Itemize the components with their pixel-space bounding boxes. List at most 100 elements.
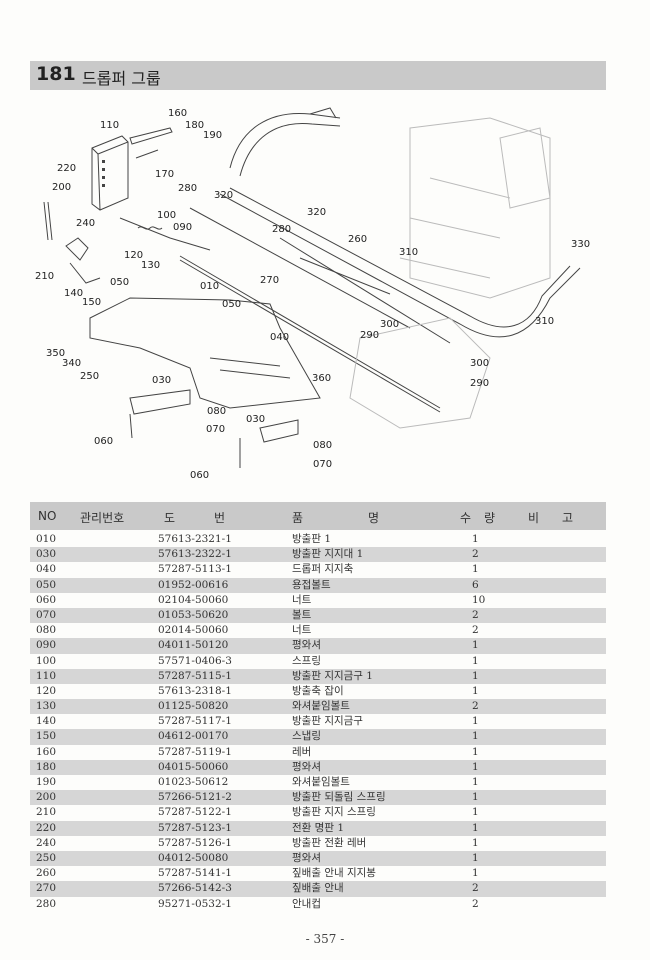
row-no: 040 [36, 563, 57, 576]
row-quantity: 1 [472, 715, 479, 728]
row-quantity: 1 [472, 730, 479, 743]
svg-text:300: 300 [470, 358, 489, 369]
svg-text:280: 280 [272, 224, 291, 235]
col-name-2: 명 [368, 511, 380, 525]
row-no: 010 [36, 533, 57, 545]
row-part-number: 57287-5113-1 [158, 563, 232, 576]
row-no: 180 [36, 760, 57, 773]
row-part-name: 스프링 [292, 654, 321, 667]
row-part-number: 57287-5123-1 [158, 821, 232, 834]
row-part-name: 방출판 지지금구 1 [292, 669, 373, 682]
row-quantity: 1 [472, 791, 479, 804]
svg-text:130: 130 [141, 260, 160, 271]
row-part-number: 01053-50620 [158, 608, 229, 621]
svg-text:110: 110 [100, 120, 119, 131]
row-no: 280 [36, 897, 57, 910]
row-part-name: 방출판 지지금구 [292, 715, 363, 728]
row-part-name: 볼트 [292, 608, 312, 621]
row-quantity: 2 [472, 624, 479, 637]
row-part-name: 방출판 1 [292, 533, 331, 545]
row-no: 100 [36, 654, 57, 667]
row-no: 200 [36, 791, 57, 804]
row-part-name: 평와셔 [292, 760, 321, 773]
row-quantity: 1 [472, 836, 479, 849]
svg-text:060: 060 [190, 470, 209, 481]
row-quantity: 1 [472, 563, 479, 576]
col-drawing-1: 도 [164, 511, 176, 525]
svg-text:280: 280 [178, 183, 197, 194]
row-part-name: 방출판 전환 레버 [292, 836, 367, 849]
row-part-name: 너트 [292, 593, 312, 606]
row-part-name: 너트 [292, 624, 312, 637]
page-number: - 357 - [305, 932, 345, 946]
row-no: 160 [36, 745, 57, 758]
svg-text:100: 100 [157, 210, 176, 221]
svg-text:360: 360 [312, 373, 331, 384]
row-quantity: 1 [472, 821, 479, 834]
row-part-name: 짚배출 안내 지지봉 [292, 867, 376, 880]
row-part-name: 와셔붙임볼트 [292, 700, 350, 713]
row-no: 050 [36, 578, 57, 591]
row-quantity: 1 [472, 669, 479, 682]
parts-table-header: NO 관리번호 도 번 품 명 수 량 비 고 [30, 502, 606, 530]
row-part-number: 57571-0406-3 [158, 654, 232, 667]
svg-text:310: 310 [535, 316, 554, 327]
row-part-number: 57613-2321-1 [158, 533, 232, 545]
row-quantity: 2 [472, 882, 479, 895]
svg-text:320: 320 [307, 207, 326, 218]
row-part-number: 02104-50060 [158, 593, 229, 606]
row-part-name: 용접볼트 [292, 578, 331, 591]
row-part-number: 04612-00170 [158, 730, 229, 743]
svg-text:210: 210 [35, 271, 54, 282]
row-quantity: 2 [472, 548, 479, 561]
svg-text:060: 060 [94, 436, 113, 447]
svg-text:010: 010 [200, 281, 219, 292]
row-part-name: 방출축 잡이 [292, 684, 344, 697]
row-part-name: 방출판 되돌림 스프링 [292, 791, 386, 804]
row-quantity: 1 [472, 851, 479, 864]
svg-text:180: 180 [185, 120, 204, 131]
row-no: 270 [36, 882, 57, 895]
svg-text:050: 050 [110, 277, 129, 288]
svg-text:030: 030 [246, 414, 265, 425]
svg-text:350: 350 [46, 348, 65, 359]
row-quantity: 6 [472, 578, 479, 591]
row-part-number: 57613-2318-1 [158, 684, 232, 697]
svg-text:200: 200 [52, 182, 71, 193]
svg-text:340: 340 [62, 358, 81, 369]
col-drawing-2: 번 [214, 511, 226, 525]
col-qty-1: 수 [460, 511, 472, 525]
row-quantity: 1 [472, 745, 479, 758]
row-part-name: 와셔붙임볼트 [292, 776, 350, 788]
row-part-number: 57287-5141-1 [158, 867, 232, 880]
row-part-name: 방출판 지지 스프링 [292, 806, 376, 819]
row-no: 140 [36, 715, 57, 728]
svg-text:300: 300 [380, 319, 399, 330]
row-part-name: 레버 [292, 745, 312, 758]
svg-text:170: 170 [155, 169, 174, 180]
col-mgmt: 관리번호 [80, 511, 125, 525]
row-no: 090 [36, 639, 57, 652]
svg-text:040: 040 [270, 332, 289, 343]
section-title: 드롭퍼 그룹 [82, 69, 161, 88]
row-quantity: 1 [472, 867, 479, 880]
row-part-number: 01023-50612 [158, 776, 229, 788]
svg-text:290: 290 [360, 330, 379, 341]
row-no: 080 [36, 624, 57, 637]
row-part-number: 04012-50080 [158, 851, 229, 864]
